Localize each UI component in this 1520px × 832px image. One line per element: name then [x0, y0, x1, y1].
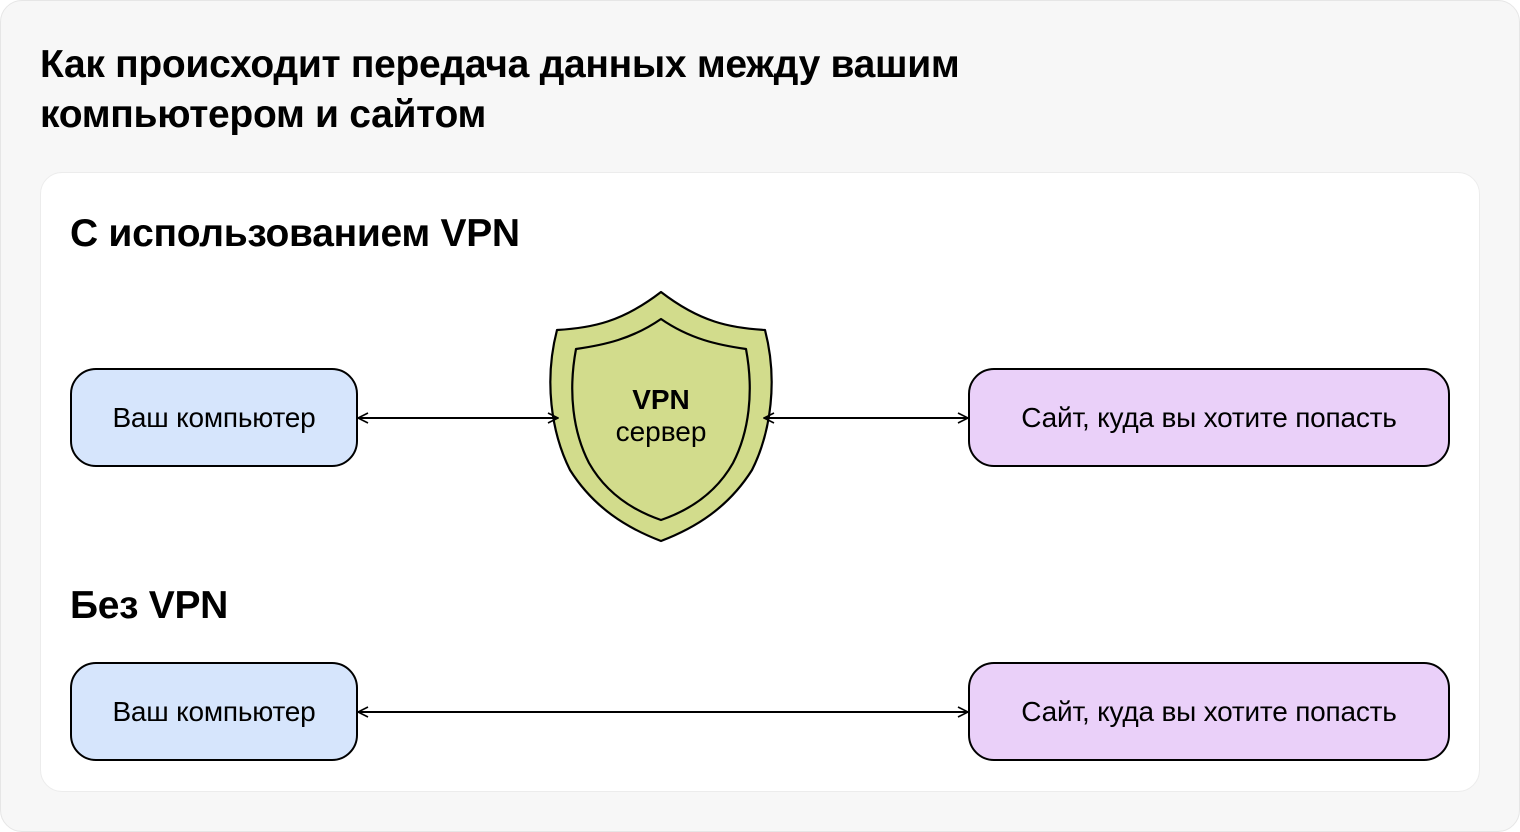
- site-node-with-vpn: Сайт, куда вы хотите попасть: [968, 368, 1450, 467]
- site-node-label: Сайт, куда вы хотите попасть: [1021, 401, 1397, 433]
- page-title-line-1: Как происходит передача данных между ваш…: [40, 43, 960, 86]
- computer-node-without-vpn: Ваш компьютер: [70, 662, 358, 761]
- computer-node-label: Ваш компьютер: [112, 695, 316, 727]
- site-node-label: Сайт, куда вы хотите попасть: [1021, 695, 1397, 727]
- section-title-without-vpn: Без VPN: [70, 584, 229, 627]
- section-title-with-vpn: С использованием VPN: [70, 212, 520, 255]
- site-node-without-vpn: Сайт, куда вы хотите попасть: [968, 662, 1450, 761]
- vpn-server-label-line-1: VPN: [632, 384, 690, 415]
- page-title: Как происходит передача данных между ваш…: [40, 40, 1140, 140]
- page-title-line-2: компьютером и сайтом: [40, 93, 487, 136]
- computer-node-with-vpn: Ваш компьютер: [70, 368, 358, 467]
- vpn-server-label-line-2: сервер: [615, 416, 707, 447]
- computer-node-label: Ваш компьютер: [112, 401, 316, 433]
